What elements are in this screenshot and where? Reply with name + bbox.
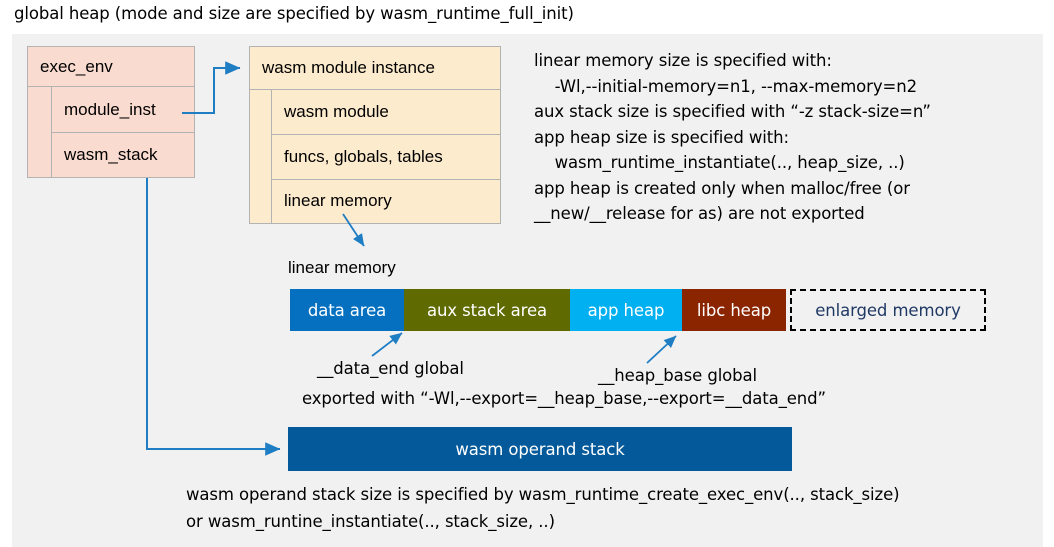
data-end-annotation: __data_end global	[317, 359, 464, 378]
memory-segment-data-area: data area	[290, 289, 404, 331]
module-instance-field-linear-memory: linear memory	[272, 178, 500, 223]
exec-env-body: module_inst wasm_stack	[28, 87, 194, 177]
exec-env-field-module-inst: module_inst	[64, 99, 156, 119]
memory-segment-aux-stack-area: aux stack area	[404, 289, 570, 331]
exec-env-field-wasm-stack: wasm_stack	[52, 132, 194, 177]
exec-env-box: exec_env module_inst wasm_stack	[27, 46, 195, 178]
module-instance-gutter	[250, 90, 272, 223]
memory-segment-libc-heap: libc heap	[682, 289, 786, 331]
heap-base-annotation: __heap_base global	[598, 366, 758, 385]
exec-env-rows: module_inst wasm_stack	[52, 87, 194, 177]
module-instance-header: wasm module instance	[250, 47, 500, 90]
memory-spec-note: linear memory size is specified with: -W…	[534, 51, 931, 223]
module-instance-field-funcs-globals-tables: funcs, globals, tables	[272, 134, 500, 178]
wasm-operand-stack-bar: wasm operand stack	[288, 427, 792, 471]
operand-stack-size-note: wasm operand stack size is specified by …	[186, 485, 900, 531]
export-flags-annotation: exported with “-Wl,--export=__heap_base,…	[302, 389, 826, 408]
module-instance-rows: wasm module funcs, globals, tables linea…	[272, 90, 500, 223]
linear-memory-label: linear memory	[288, 258, 396, 277]
wasm-module-instance-box: wasm module instance wasm module funcs, …	[249, 46, 501, 224]
memory-segment-app-heap: app heap	[570, 289, 682, 331]
module-instance-field-wasm-module: wasm module	[284, 102, 389, 122]
exec-env-gutter	[28, 87, 52, 177]
module-instance-body: wasm module funcs, globals, tables linea…	[250, 90, 500, 223]
memory-segment-enlarged-memory: enlarged memory	[790, 289, 986, 331]
exec-env-header: exec_env	[28, 47, 194, 87]
page-title: global heap (mode and size are specified…	[14, 4, 574, 23]
